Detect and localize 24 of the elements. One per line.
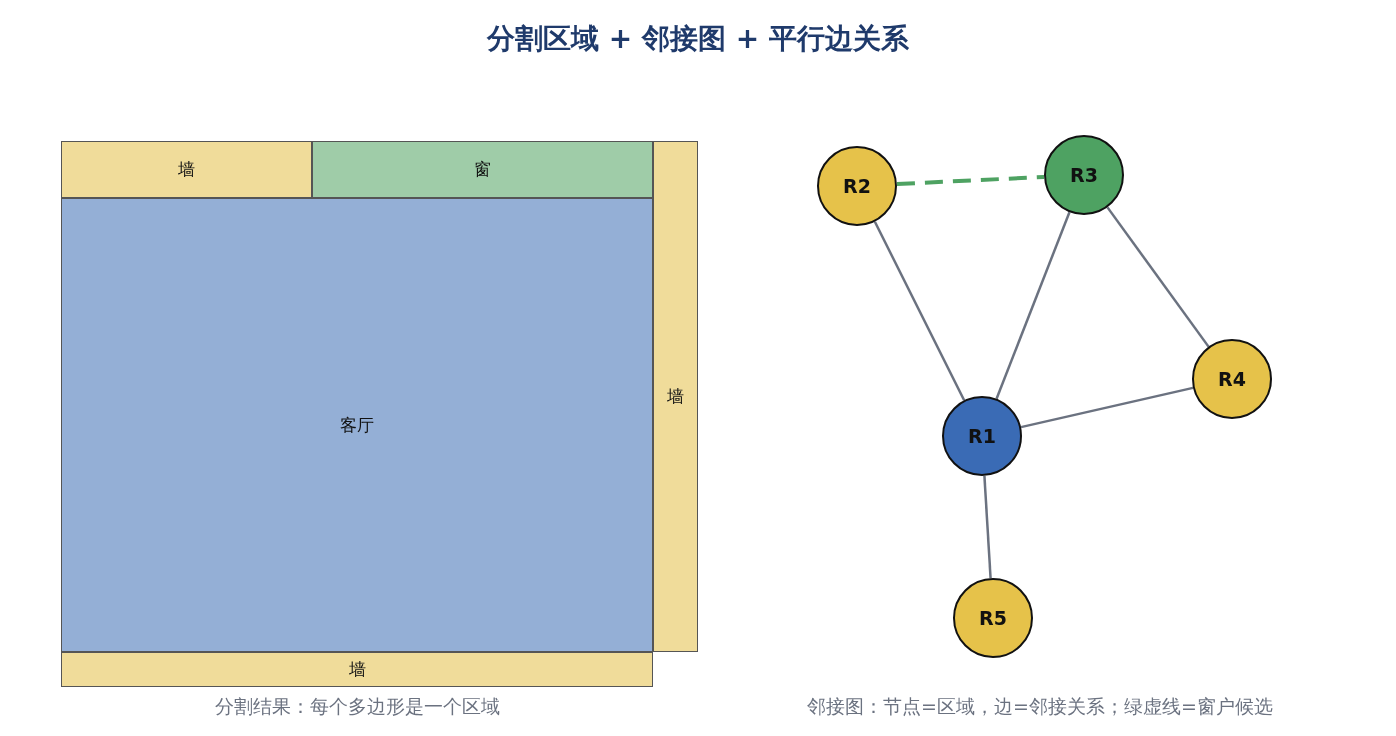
node-label: 墙: [667, 385, 684, 408]
caption-text: 分割结果：每个多边形是一个区域: [214, 694, 500, 719]
region-block: [61, 652, 653, 687]
edge-line: [873, 221, 966, 401]
region-block: [653, 141, 698, 652]
node-label: 窗: [474, 158, 491, 181]
edge-line: [983, 475, 992, 579]
edge-line: [1020, 386, 1194, 429]
region-block: [61, 198, 653, 652]
node-label: R1: [968, 425, 996, 447]
edge-line: [995, 211, 1071, 400]
diagram-title: 分割区域 + 邻接图 + 平行边关系: [487, 21, 909, 57]
node-label: R3: [1070, 164, 1098, 186]
caption-text: 邻接图：节点=区域，边=邻接关系；绿虚线=窗户候选: [807, 694, 1273, 719]
node-label: R5: [979, 607, 1007, 629]
dashed-edge-line: [896, 174, 1045, 187]
node-label: 客厅: [340, 413, 374, 437]
node-label: R4: [1218, 368, 1246, 390]
region-block: [61, 141, 312, 198]
region-block: [312, 141, 653, 198]
node-label: R2: [843, 175, 871, 197]
node-label: 墙: [178, 158, 195, 181]
edge-line: [1106, 206, 1210, 348]
node-label: 墙: [348, 658, 366, 681]
